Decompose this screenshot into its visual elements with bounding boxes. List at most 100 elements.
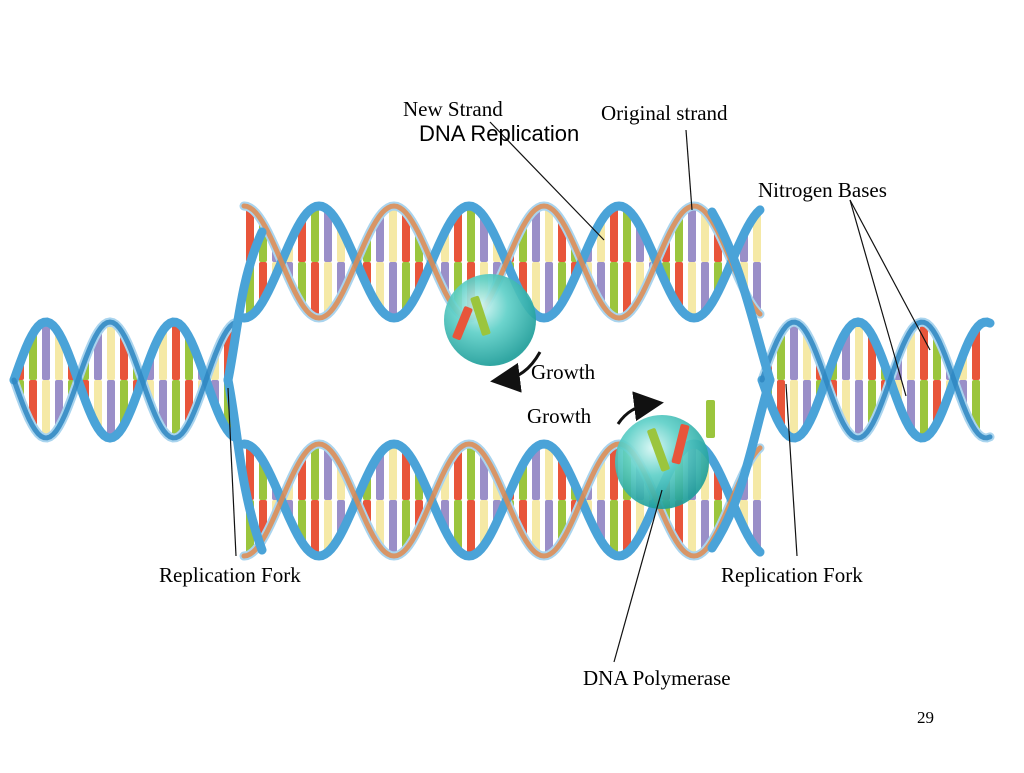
label-original-strand: Original strand <box>601 101 728 125</box>
left-parental-duplex-base <box>42 380 50 438</box>
upper-daughter-duplex-base <box>376 215 384 262</box>
lower-daughter-duplex-base <box>532 447 540 500</box>
lower-daughter-duplex-strand-highlight <box>241 441 763 559</box>
dna-polymerase-upper <box>444 274 536 366</box>
upper-daughter-duplex-base <box>532 209 540 262</box>
upper-daughter-duplex-base <box>389 206 397 262</box>
right-fork-upper-arm <box>707 207 775 385</box>
upper-daughter-duplex-base <box>753 262 761 312</box>
label-dna-polymerase: DNA Polymerase <box>583 666 731 690</box>
upper-daughter-duplex-base <box>532 262 540 315</box>
growth-arrow-top <box>490 351 542 393</box>
lower-daughter-duplex-base <box>467 500 475 556</box>
label-growth-top: Growth <box>531 360 596 384</box>
left-parental-duplex-base <box>42 322 50 380</box>
lower-daughter-duplex-base <box>545 500 553 555</box>
new-strand-leader <box>489 121 605 241</box>
page-number: 29 <box>917 708 934 727</box>
right-parental-duplex-base <box>920 380 928 438</box>
upper-daughter-duplex-base <box>389 262 397 318</box>
upper-daughter-duplex-base <box>376 262 384 309</box>
lower-daughter-duplex-base <box>467 444 475 500</box>
nitrogen-base-pairs <box>16 206 980 556</box>
incoming-nucleotide <box>452 306 473 341</box>
right-parental-duplex-base <box>790 380 798 438</box>
incoming-nucleotide <box>470 295 491 336</box>
dna-polymerase-leader <box>613 489 663 663</box>
label-growth-bottom: Growth <box>527 404 592 428</box>
label-replication-fork-left: Replication Fork <box>159 563 301 587</box>
upper-daughter-duplex-strand-highlight <box>241 203 763 321</box>
label-nitrogen-bases: Nitrogen Bases <box>758 178 887 202</box>
label-replication-fork-right: Replication Fork <box>721 563 863 587</box>
right-parental-duplex-strand-highlight <box>759 319 993 441</box>
right-parental-duplex-base <box>790 322 798 380</box>
growth-arrows <box>490 351 664 425</box>
lower-daughter-duplex-base <box>688 500 696 556</box>
upper-daughter-duplex-base <box>324 209 332 262</box>
lower-daughter-duplex-base <box>753 450 761 500</box>
incoming-nucleotide <box>706 400 715 438</box>
right-parental-duplex-front-strand <box>757 317 995 443</box>
upper-daughter-duplex-base <box>688 206 696 262</box>
replication-fork-left-leader <box>227 387 237 557</box>
lower-daughter-duplex-base <box>402 450 410 500</box>
lower-daughter-duplex-base <box>402 500 410 550</box>
nitrogen-bases-leader-2 <box>849 199 931 351</box>
upper-daughter-duplex-front-strand <box>239 201 765 323</box>
lower-daughter-duplex-base <box>389 444 397 500</box>
original-strand-leader <box>685 129 693 211</box>
lower-daughter-duplex-base <box>376 500 384 547</box>
upper-daughter-duplex-base <box>311 206 319 262</box>
upper-daughter-duplex-base <box>467 206 475 262</box>
lower-daughter-duplex-base <box>324 500 332 553</box>
upper-daughter-duplex-base <box>545 207 553 262</box>
upper-daughter-duplex-base <box>701 211 709 262</box>
right-parental-duplex-base <box>972 380 980 432</box>
upper-daughter-duplex-base <box>610 262 618 317</box>
incoming-nucleotide <box>671 424 690 465</box>
dna-backbones <box>9 201 995 561</box>
left-parental-duplex-strand-highlight <box>11 319 239 441</box>
lower-daughter-duplex-base <box>623 500 631 553</box>
lower-daughter-duplex-base <box>532 500 540 553</box>
upper-daughter-duplex-base <box>623 262 631 315</box>
right-parental-duplex-base <box>855 322 863 380</box>
incoming-nucleotide <box>647 428 670 472</box>
upper-daughter-duplex-base <box>623 209 631 262</box>
left-fork-lower-arm <box>223 375 267 555</box>
lower-daughter-duplex-base <box>753 500 761 550</box>
upper-daughter-duplex-base <box>545 262 553 317</box>
dna-polymerase-enzymes <box>444 274 715 509</box>
upper-daughter-duplex-base <box>753 212 761 262</box>
label-new-strand: New Strand <box>403 97 503 121</box>
lower-daughter-duplex-base <box>311 500 319 556</box>
upper-daughter-duplex-base <box>701 262 709 313</box>
nitrogen-bases-leader-1 <box>849 199 907 397</box>
lower-daughter-duplex-base <box>701 500 709 551</box>
upper-daughter-duplex-base <box>610 207 618 262</box>
upper-daughter-duplex-base <box>402 212 410 262</box>
lower-daughter-duplex-base <box>376 453 384 500</box>
left-parental-duplex-front-strand <box>9 317 241 443</box>
label-leader-lines <box>227 121 931 663</box>
lower-daughter-duplex-base <box>610 500 618 555</box>
right-fork-lower-arm <box>707 375 775 553</box>
upper-daughter-duplex-base <box>402 262 410 312</box>
upper-daughter-duplex-base <box>688 262 696 318</box>
lower-daughter-duplex-base <box>454 500 462 551</box>
right-parental-duplex-base <box>920 322 928 380</box>
left-parental-duplex-base <box>172 322 180 380</box>
left-parental-duplex-base <box>107 380 115 438</box>
lower-daughter-duplex-base <box>545 445 553 500</box>
right-parental-duplex-base <box>855 380 863 438</box>
right-parental-duplex-base <box>972 328 980 380</box>
upper-daughter-duplex-base <box>454 211 462 262</box>
lower-daughter-duplex-base <box>389 500 397 556</box>
lower-daughter-duplex-base <box>454 449 462 500</box>
slide-title: DNA Replication <box>419 121 580 146</box>
replication-fork-right-leader <box>785 383 798 557</box>
growth-arrow-bottom <box>616 391 664 425</box>
